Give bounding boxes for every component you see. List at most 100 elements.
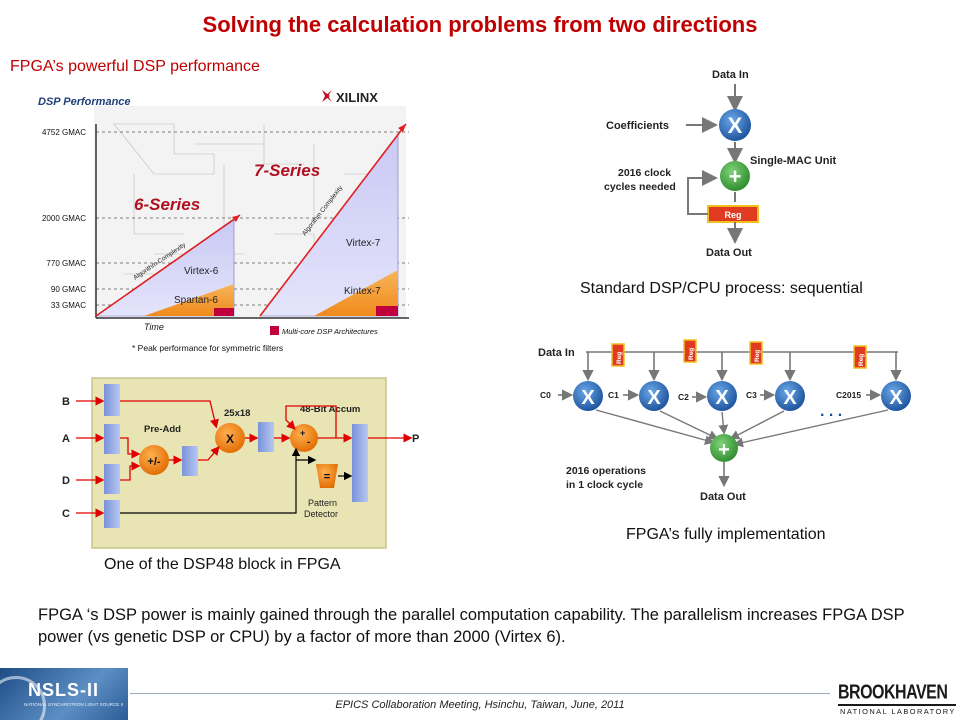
nsls-logo: NSLS-II NATIONAL SYNCHROTRON LIGHT SOURC… (0, 668, 128, 720)
pattern-label-1: Pattern (308, 498, 337, 508)
multiplier-op: X (226, 432, 234, 446)
par-data-in: Data In (538, 347, 575, 359)
par-mult-1 (639, 381, 669, 411)
accumulator-node (290, 424, 318, 452)
reg-d (104, 464, 120, 494)
reg-c (104, 500, 120, 528)
pattern-eq: = (324, 471, 330, 483)
chart-note: * Peak performance for symmetric filters (132, 343, 283, 353)
coef-c3: C3 (746, 390, 757, 400)
seq-data-in: Data In (712, 69, 749, 81)
chart-heading: DSP Performance (38, 96, 131, 108)
pattern-detector-node (316, 464, 338, 488)
reg-mult (258, 422, 274, 452)
multiplier-node (215, 423, 245, 453)
dsp-performance-chart: DSP Performance 4752 GMAC 2000 GMAC 770 … (38, 90, 409, 353)
reg-a (104, 424, 120, 454)
seq-reg-label: Reg (724, 210, 741, 220)
par-mult-1-symbol: X (647, 387, 661, 409)
kintex7-region (314, 270, 398, 316)
nsls-ring-icon (0, 676, 46, 720)
x-axis-label: Time (144, 322, 164, 332)
par-reg-2-label: Reg (688, 348, 695, 360)
par-mult-2015-symbol: X (889, 387, 903, 409)
y-tick-770: 770 GMAC (46, 259, 86, 268)
par-mult-2015 (881, 381, 911, 411)
par-add-symbol: + (718, 439, 730, 461)
seq-mac-unit: Single-MAC Unit (750, 155, 836, 167)
coef-c2: C2 (678, 392, 689, 402)
input-b-label: B (62, 396, 70, 408)
nsls-logo-text: NSLS-II (28, 680, 100, 700)
coef-c2015: C2015 (836, 390, 861, 400)
y-tick-4752: 4752 GMAC (42, 128, 86, 137)
par-ops-line2: in 1 clock cycle (566, 479, 643, 491)
legend-label: Multi-core DSP Architectures (282, 327, 378, 336)
pre-add-label: Pre-Add (144, 424, 181, 435)
seq-cycles-line2: cycles needed (604, 181, 676, 193)
footer-divider (130, 693, 830, 694)
par-reg-4-label: Reg (858, 354, 865, 366)
y-tick-33: 33 GMAC (51, 301, 86, 310)
par-mult-3 (775, 381, 805, 411)
bnl-logo-rule (838, 704, 956, 706)
seq-cycles-line1: 2016 clock (618, 167, 671, 179)
pre-adder-node (139, 445, 169, 475)
par-data-out: Data Out (700, 491, 746, 503)
bnl-logo-subtext: NATIONAL LABORATORY (840, 707, 956, 716)
dsp48-caption: One of the DSP48 block in FPGA (104, 556, 341, 573)
par-ellipsis: . . . (820, 403, 842, 420)
dsp48-block-diagram: B A D C Pre-Add +/- 25x18 X 48-Bit Accum… (62, 377, 419, 549)
series-6-label: 6-Series (134, 195, 200, 214)
nsls-logo-subtext: NATIONAL SYNCHROTRON LIGHT SOURCE II (24, 702, 124, 707)
par-mult-0-symbol: X (581, 387, 595, 409)
seq-adder-node (720, 161, 750, 191)
accum-plus: + (300, 428, 305, 438)
coef-c0: C0 (540, 390, 551, 400)
input-c-label: C (62, 508, 70, 520)
mult-size-label: 25x18 (224, 408, 250, 419)
legend-swatch (270, 326, 279, 335)
par-reg-3-label: Reg (754, 350, 761, 362)
par-reg-1 (611, 343, 625, 367)
reg-preadd (182, 446, 198, 476)
par-ops-line1: 2016 operations (566, 465, 646, 477)
footer-text: EPICS Collaboration Meeting, Hsinchu, Ta… (335, 699, 625, 711)
spartan6-label: Spartan-6 (174, 295, 218, 306)
seq-add-symbol: + (729, 164, 742, 189)
input-a-label: A (62, 433, 70, 445)
coef-c1: C1 (608, 390, 619, 400)
slide-subtitle: FPGA’s powerful DSP performance (10, 58, 260, 75)
par-caption: FPGA’s fully implementation (626, 526, 826, 543)
par-mult-3-symbol: X (783, 387, 797, 409)
par-reg-2 (683, 339, 697, 363)
virtex6-label: Virtex-6 (184, 266, 219, 277)
series-7-label: 7-Series (254, 161, 320, 180)
reg-accum (352, 424, 368, 502)
par-mult-0 (573, 381, 603, 411)
sequential-dsp-diagram: Data In Coefficients X + Single-MAC Unit… (604, 69, 836, 259)
accum-label: 48-Bit Accum (300, 404, 360, 415)
pre-adder-op: +/- (147, 456, 160, 468)
input-d-label: D (62, 475, 70, 487)
seq-multiplier-node (719, 109, 751, 141)
par-reg-1-label: Reg (616, 352, 623, 364)
pattern-label-2: Detector (304, 509, 338, 519)
xilinx-logo: XILINX (322, 90, 378, 105)
bnl-logo-text: BROOKHAVEN (838, 682, 948, 704)
y-tick-2000: 2000 GMAC (42, 214, 86, 223)
parallel-dsp-diagram: Data In Reg Reg Reg Reg C0 C1 C2 C3 C201… (538, 339, 911, 503)
bnl-logo: BROOKHAVEN NATIONAL LABORATORY (832, 676, 960, 720)
par-reg-4 (853, 345, 867, 369)
spartan6-region (144, 284, 234, 316)
par-reg-3 (749, 341, 763, 365)
output-p-label: P (412, 433, 419, 445)
y-tick-90: 90 GMAC (51, 285, 86, 294)
slide-title: Solving the calculation problems from tw… (202, 12, 758, 37)
seq-data-out: Data Out (706, 247, 752, 259)
seq-coefficients: Coefficients (606, 120, 669, 132)
par-mult-2-symbol: X (715, 387, 729, 409)
accum-minus: - (307, 437, 310, 448)
par-adder-node (710, 434, 738, 462)
virtex7-label: Virtex-7 (346, 238, 381, 249)
